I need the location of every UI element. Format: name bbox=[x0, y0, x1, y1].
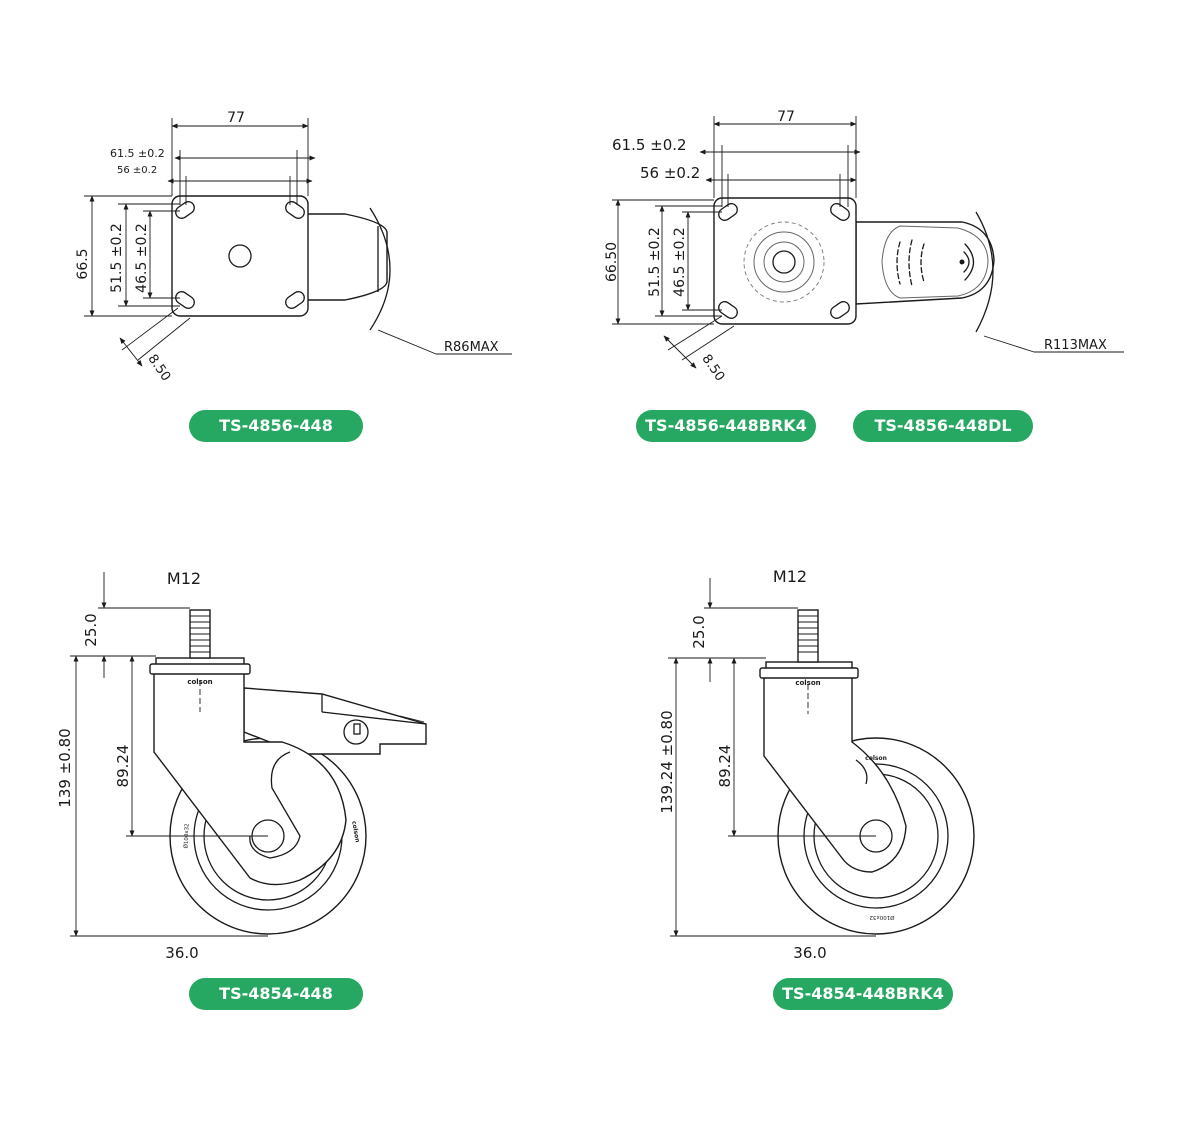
tread-brand: colson bbox=[865, 755, 887, 762]
dim-height: 66.5 bbox=[75, 248, 91, 279]
wheel-side-outline bbox=[304, 213, 388, 301]
dim-slot: 8.50 bbox=[698, 352, 727, 384]
dim-radius: R86MAX bbox=[444, 340, 499, 355]
dim-hole-span-b: 56 ±0.2 bbox=[640, 164, 700, 182]
side-view-right: M12 25.0 139.24 ±0.80 89.24 36.0 colson … bbox=[658, 567, 975, 962]
bolt-slots bbox=[718, 203, 850, 319]
dim-hole-v-b: 46.5 ±0.2 bbox=[134, 223, 150, 293]
dim-overall: 139.24 ±0.80 bbox=[658, 710, 676, 813]
center-hole bbox=[772, 250, 796, 274]
dim-overall: 139 ±0.80 bbox=[56, 728, 74, 807]
dim-offset: 36.0 bbox=[793, 944, 826, 962]
dim-radius: R113MAX bbox=[1044, 338, 1107, 353]
dim-thread: M12 bbox=[773, 567, 807, 586]
dim-stem: 25.0 bbox=[690, 615, 708, 648]
dim-height: 66.50 bbox=[604, 242, 620, 282]
top-plate-view-left: 77 61.5 ±0.2 56 ±0.2 66.5 51.5 ±0.2 46.5… bbox=[75, 110, 512, 384]
side-view-left: M12 25.0 139 ±0.80 89.24 36.0 colson col… bbox=[56, 569, 427, 962]
dim-hole-v-a: 51.5 ±0.2 bbox=[109, 223, 125, 293]
top-plate-view-right: 77 61.5 ±0.2 56 ±0.2 66.50 51.5 ±0.2 46.… bbox=[604, 109, 1124, 384]
dim-axle: 89.24 bbox=[716, 745, 734, 788]
threaded-stem bbox=[797, 609, 819, 663]
bolt-slots bbox=[175, 201, 305, 309]
brake-lever bbox=[243, 687, 427, 755]
dim-hole-v-a: 51.5 ±0.2 bbox=[647, 227, 663, 297]
badge-ts-4856-448brk4: TS-4856-448BRK4 bbox=[636, 410, 816, 442]
brand-mark: colson bbox=[795, 679, 820, 687]
dim-offset: 36.0 bbox=[165, 944, 198, 962]
brake-pedal-outline bbox=[855, 221, 995, 305]
dim-hole-v-b: 46.5 ±0.2 bbox=[672, 227, 688, 297]
dim-thread: M12 bbox=[167, 569, 201, 588]
dim-width: 77 bbox=[227, 110, 245, 126]
top-plate bbox=[171, 195, 309, 317]
dim-width: 77 bbox=[777, 109, 795, 125]
badge-ts-4856-448: TS-4856-448 bbox=[189, 410, 363, 442]
wheel-mark: Ø100x32 bbox=[869, 914, 894, 921]
badge-ts-4854-448: TS-4854-448 bbox=[189, 978, 363, 1010]
brake-pivot bbox=[343, 719, 369, 745]
pedal-ribs bbox=[896, 239, 975, 287]
radius-arc bbox=[975, 211, 994, 333]
dim-hole-span-b: 56 ±0.2 bbox=[117, 165, 157, 176]
badge-ts-4856-448dl: TS-4856-448DL bbox=[853, 410, 1033, 442]
dim-axle: 89.24 bbox=[114, 745, 132, 788]
badge-ts-4854-448brk4: TS-4854-448BRK4 bbox=[773, 978, 953, 1010]
top-plate bbox=[713, 197, 857, 325]
wheel-mark: Ø100x32 bbox=[183, 823, 191, 848]
center-hole bbox=[228, 244, 252, 268]
fork-arm bbox=[763, 673, 907, 873]
brand-mark: colson bbox=[187, 678, 212, 686]
dim-hole-span-a: 61.5 ±0.2 bbox=[110, 147, 165, 160]
dim-stem: 25.0 bbox=[82, 613, 100, 646]
dim-slot: 8.50 bbox=[144, 352, 173, 384]
radius-arc bbox=[369, 207, 391, 331]
tread-brand: colson bbox=[350, 820, 361, 843]
dim-hole-span-a: 61.5 ±0.2 bbox=[612, 136, 687, 154]
